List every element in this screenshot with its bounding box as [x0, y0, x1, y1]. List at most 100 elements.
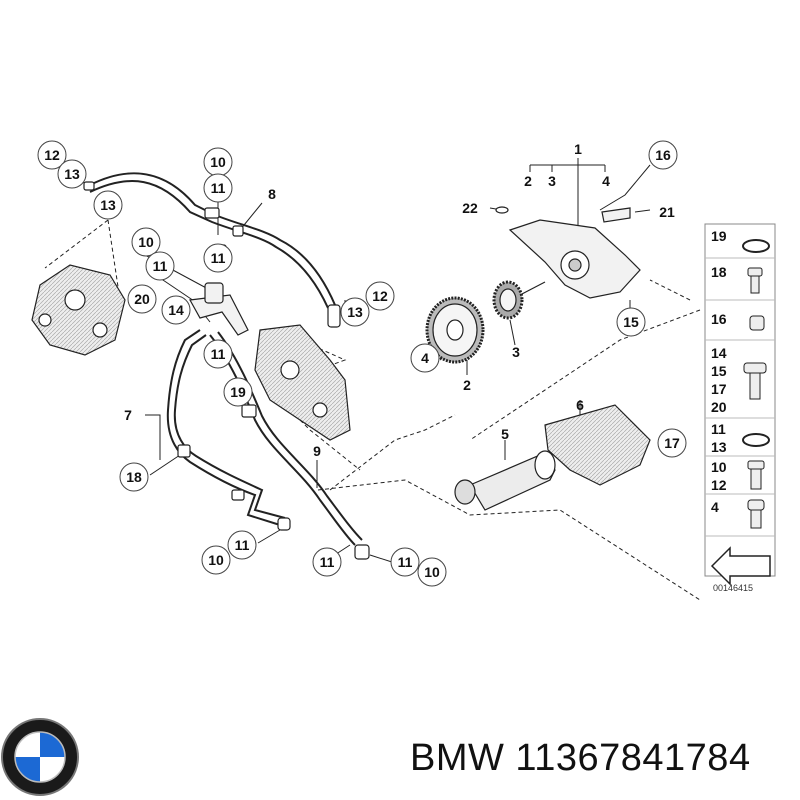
callout: 11 — [312, 547, 342, 577]
leader-lines — [44, 158, 701, 601]
callout-plain: 1 — [574, 141, 582, 157]
callout: 20 — [127, 284, 157, 314]
legend-label: 17 — [711, 381, 727, 397]
callout-plain: 3 — [548, 173, 556, 189]
callout: 11 — [227, 530, 257, 560]
callout: 12 — [365, 281, 395, 311]
seal-ring-icon — [742, 433, 770, 447]
fitting-lower — [177, 404, 370, 560]
legend-label: 14 — [711, 345, 727, 361]
heat-shield — [544, 404, 651, 486]
callout-plain: 7 — [124, 407, 132, 423]
callout: 14 — [161, 295, 191, 325]
legend-label: 10 — [711, 459, 727, 475]
svg-text:11: 11 — [211, 250, 226, 266]
svg-text:13: 13 — [347, 304, 363, 320]
callouts: 12 13 13 10 11 8 11 10 11 20 14 11 19 12… — [37, 140, 687, 587]
callout-plain: 8 — [268, 186, 276, 202]
legend-label: 11 — [711, 421, 726, 437]
svg-text:11: 11 — [211, 180, 226, 196]
engine-block-center — [254, 324, 351, 441]
socket-bolt-icon — [747, 499, 765, 529]
callout: 11 — [390, 547, 420, 577]
part-number-text: BMW 11367841784 — [410, 737, 751, 779]
gear-large — [425, 296, 485, 364]
bolt-icon — [747, 267, 763, 294]
callout-plain: 4 — [602, 173, 610, 189]
legend-label: 16 — [711, 311, 727, 327]
svg-text:18: 18 — [126, 469, 142, 485]
svg-text:12: 12 — [372, 288, 388, 304]
oil-pump-housing — [508, 207, 641, 299]
svg-text:4: 4 — [421, 350, 429, 366]
callout: 13 — [93, 190, 123, 220]
svg-text:12: 12 — [44, 147, 60, 163]
callout-plain: 9 — [313, 443, 321, 459]
svg-text:10: 10 — [208, 552, 224, 568]
seal-22 — [495, 206, 509, 214]
callout: 10 — [203, 147, 233, 177]
banjo-bolt-icon — [747, 460, 765, 490]
callout: 16 — [648, 140, 678, 170]
filter-housing — [454, 450, 556, 511]
svg-text:13: 13 — [100, 197, 116, 213]
callout-plain: 22 — [462, 200, 478, 216]
legend-label: 4 — [711, 499, 719, 515]
vacuum-pump-left — [31, 264, 126, 356]
callout-plain: 5 — [501, 426, 509, 442]
svg-text:10: 10 — [138, 234, 154, 250]
figure-id: 00146415 — [713, 583, 753, 593]
callout: 11 — [203, 339, 233, 369]
svg-text:15: 15 — [623, 314, 639, 330]
svg-text:11: 11 — [153, 258, 168, 274]
parts-legend: 19 18 16 14 15 17 20 11 13 10 12 4 — [704, 223, 776, 593]
legend-label: 18 — [711, 264, 727, 280]
svg-text:14: 14 — [168, 302, 184, 318]
hose-7 — [166, 329, 286, 526]
legend-label: 20 — [711, 399, 727, 415]
callout: 4 — [410, 343, 440, 373]
hose-9 — [209, 331, 363, 546]
callout-plain: 2 — [524, 173, 532, 189]
shaft — [519, 281, 546, 296]
callout: 13 — [57, 159, 87, 189]
callout: 12 — [37, 140, 67, 170]
svg-text:11: 11 — [320, 554, 335, 570]
callout: 15 — [616, 307, 646, 337]
callout: 17 — [657, 428, 687, 458]
callout: 18 — [119, 462, 149, 492]
hex-bolt-icon — [743, 362, 767, 400]
svg-text:17: 17 — [664, 435, 680, 451]
svg-text:16: 16 — [655, 147, 671, 163]
callout-plain: 21 — [659, 204, 675, 220]
svg-text:11: 11 — [235, 537, 250, 553]
svg-text:20: 20 — [134, 291, 150, 307]
sprocket — [492, 280, 524, 320]
seal-ring-icon — [742, 239, 770, 253]
callout: 11 — [203, 243, 233, 273]
bracket-14 — [189, 282, 249, 336]
svg-text:11: 11 — [398, 554, 413, 570]
callout: 10 — [131, 227, 161, 257]
svg-text:10: 10 — [210, 154, 226, 170]
svg-text:19: 19 — [230, 384, 246, 400]
callout: 19 — [223, 377, 253, 407]
direction-arrow-icon — [710, 546, 771, 586]
svg-text:13: 13 — [64, 166, 80, 182]
callout-plain: 3 — [512, 344, 520, 360]
callout: 11 — [145, 251, 175, 281]
callout: 13 — [340, 297, 370, 327]
legend-label: 19 — [711, 228, 727, 244]
legend-label: 15 — [711, 363, 727, 379]
bmw-logo — [1, 718, 79, 796]
svg-text:10: 10 — [424, 564, 440, 580]
legend-label: 13 — [711, 439, 727, 455]
svg-text:11: 11 — [211, 346, 226, 362]
callout: 10 — [201, 545, 231, 575]
callout: 11 — [203, 173, 233, 203]
callout-plain: 2 — [463, 377, 471, 393]
callout-plain: 6 — [576, 397, 584, 413]
legend-label: 12 — [711, 477, 727, 493]
sleeve-icon — [749, 315, 765, 331]
